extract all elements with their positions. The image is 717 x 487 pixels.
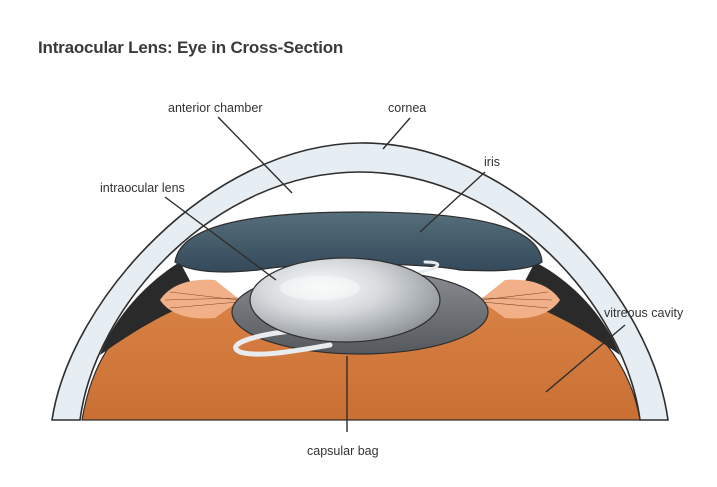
haptic-loop-upper	[418, 260, 439, 274]
leader-anterior-chamber	[217, 116, 293, 194]
label-capsular-bag: capsular bag	[307, 444, 379, 458]
label-cornea: cornea	[388, 101, 426, 115]
label-intraocular-lens: intraocular lens	[100, 181, 185, 195]
haptic-loop-lower	[233, 327, 333, 357]
ciliary-body-left	[100, 262, 200, 355]
zonule-fibers	[164, 291, 553, 309]
leader-intraocular-lens	[164, 196, 277, 281]
leader-iris	[419, 171, 486, 233]
diagram-title: Intraocular Lens: Eye in Cross-Section	[38, 38, 344, 57]
label-anterior-chamber: anterior chamber	[168, 101, 263, 115]
lens-highlight	[280, 276, 360, 300]
label-iris: iris	[484, 155, 500, 169]
leader-cornea	[382, 117, 411, 150]
leader-lines	[164, 116, 626, 432]
cornea-shell	[51, 142, 669, 421]
label-vitreous-cavity: vitreous cavity	[604, 306, 684, 320]
intraocular-lens-optic	[249, 257, 441, 343]
leader-vitreous-cavity	[545, 324, 626, 393]
iris	[174, 211, 543, 273]
